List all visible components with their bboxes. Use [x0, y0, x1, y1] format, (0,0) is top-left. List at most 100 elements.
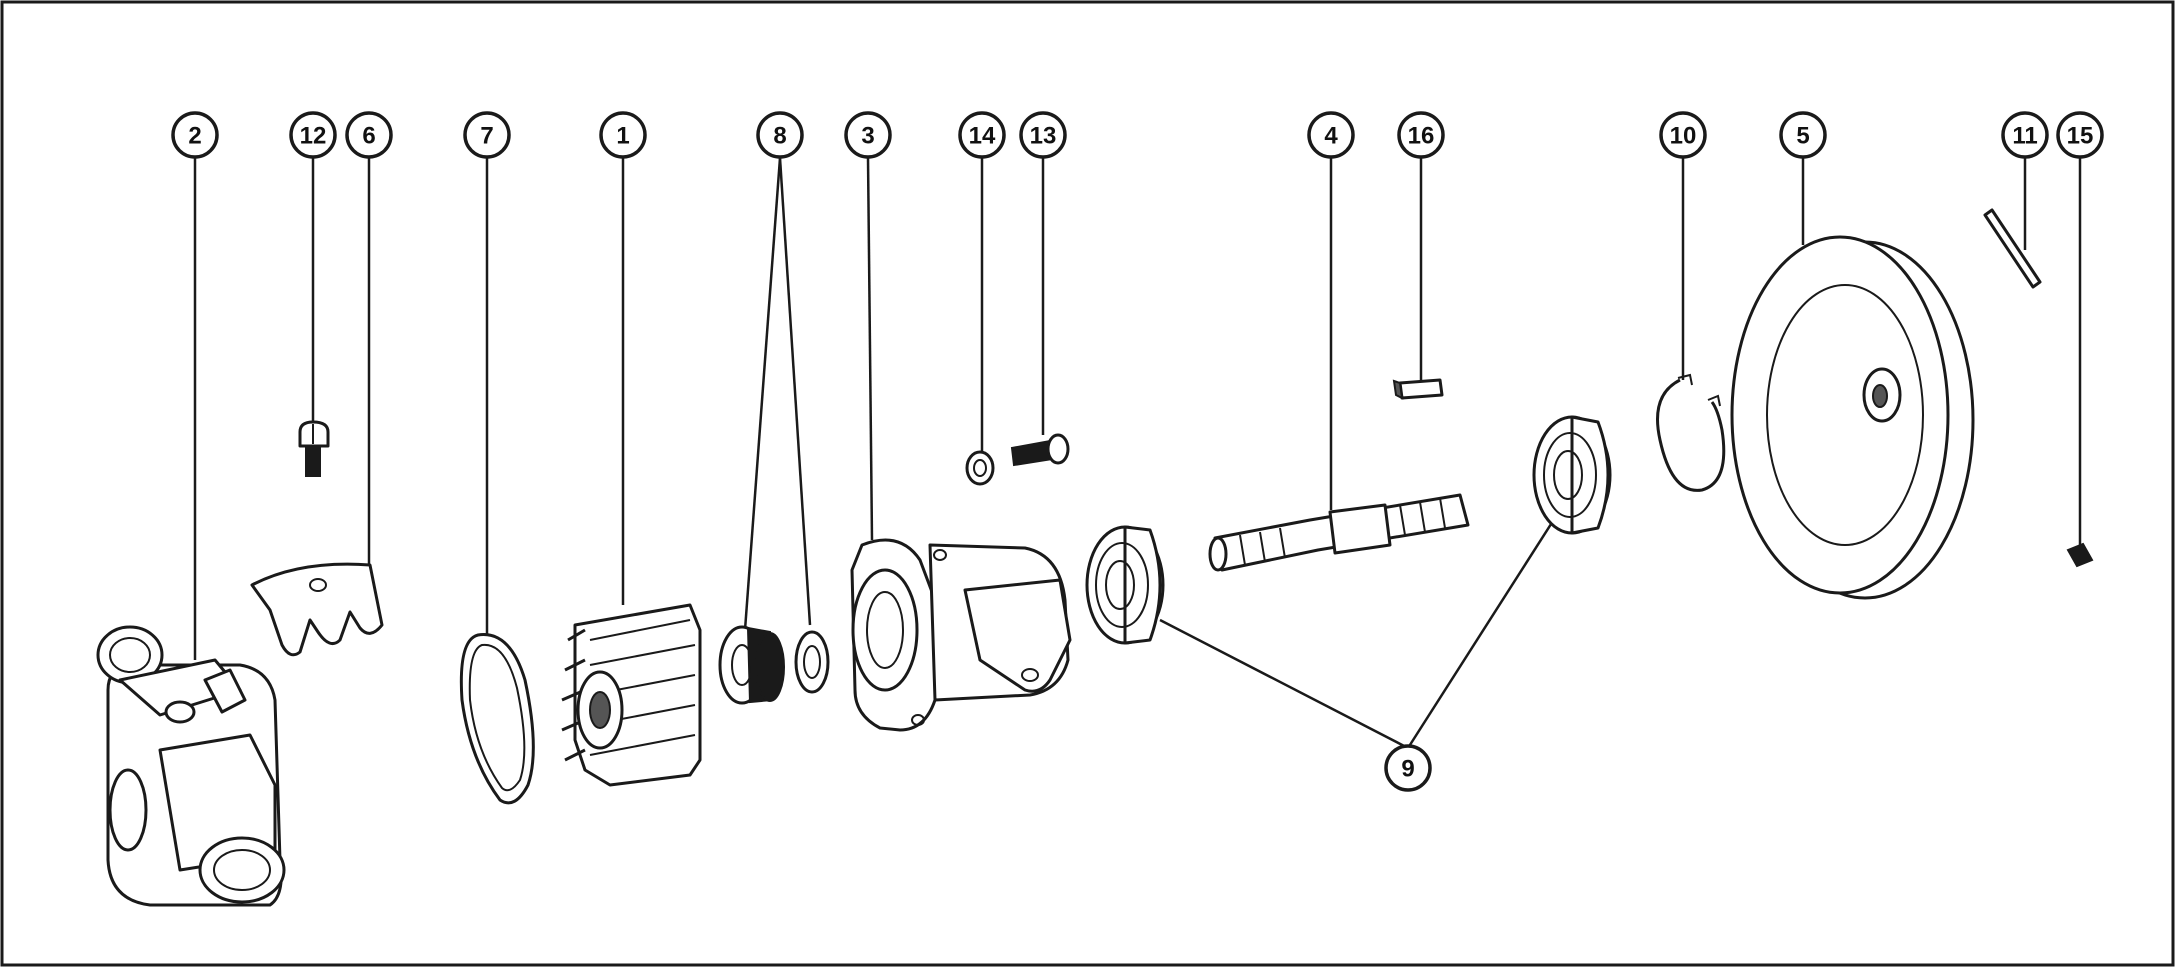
- callout-circle: [958, 111, 1006, 159]
- callout-3: 3: [844, 111, 892, 159]
- callout-circle: [2056, 111, 2104, 159]
- bearing-part-9-b: [1532, 415, 1612, 535]
- callout-circle: [1659, 111, 1707, 159]
- shaft-end: [1208, 536, 1228, 572]
- set-screw-part-15: [2066, 542, 2094, 568]
- callout-8: 8: [756, 111, 804, 159]
- key-16-body: [1398, 378, 1444, 400]
- callout-circle: [345, 111, 393, 159]
- snap-ring-part-10: [1656, 373, 1726, 492]
- housing-3-bolt-hole-top: [933, 549, 947, 561]
- screw-12-shank: [305, 445, 321, 477]
- snap-ring-ends: [1677, 373, 1721, 407]
- pump-housing-part-2: [96, 625, 286, 907]
- bearing-b-race: [1543, 432, 1597, 518]
- housing-3-bolt-hole-bottom: [911, 714, 925, 726]
- leader-9b: [1406, 509, 1562, 749]
- callout-5: 5: [1779, 111, 1827, 159]
- impeller-part-1: [561, 603, 702, 787]
- callout-circle: [1307, 111, 1355, 159]
- housing-boss: [203, 668, 247, 714]
- shaft-splines: [1239, 497, 1446, 566]
- housing-inlet-bore: [109, 637, 151, 673]
- cam-part-6: [250, 562, 384, 657]
- impeller-vanes: [589, 619, 696, 756]
- callout-4: 4: [1307, 111, 1355, 159]
- washer-part-14: [965, 450, 995, 486]
- housing-3-face: [851, 568, 919, 692]
- washer-inner: [973, 459, 987, 477]
- ring-outer: [794, 630, 830, 694]
- callout-number: 9: [1401, 756, 1414, 783]
- bearing-part-9-a: [1085, 525, 1165, 645]
- leader-lines: [193, 157, 2082, 750]
- callout-number: 16: [1408, 123, 1435, 150]
- leader-8b: [778, 157, 812, 626]
- housing-outlet-bore: [213, 849, 271, 891]
- screw-part-12: [298, 420, 330, 477]
- pulley-rim-front: [1730, 235, 1950, 595]
- gasket-part-7: [459, 633, 535, 805]
- callout-circle: [1779, 111, 1827, 159]
- bearing-b-bore: [1553, 450, 1583, 500]
- callout-12: 12: [289, 111, 337, 159]
- bearing-a-bore: [1105, 560, 1135, 610]
- pin-part-11: [1983, 208, 2042, 289]
- callout-number: 4: [1324, 123, 1338, 150]
- shaft-part-4: [1208, 493, 1470, 572]
- pulley-web: [1766, 284, 1924, 546]
- callout-circle: [1397, 111, 1445, 159]
- callout-circle: [2001, 111, 2049, 159]
- bearing-housing-part-3: [850, 538, 1072, 732]
- callout-number: 6: [362, 123, 375, 150]
- housing-3-mount-ear: [963, 578, 1072, 693]
- shaft-collar: [1328, 503, 1392, 555]
- key-part-16: [1392, 378, 1444, 400]
- callout-6: 6: [345, 111, 393, 159]
- cam-hole: [309, 578, 327, 592]
- callout-circle: [463, 111, 511, 159]
- callout-number: 14: [969, 123, 996, 150]
- callout-10: 10: [1659, 111, 1707, 159]
- callout-number: 7: [480, 123, 493, 150]
- bearing-a-race: [1095, 542, 1149, 628]
- callout-2: 2: [171, 111, 219, 159]
- washer-outer: [965, 450, 995, 486]
- callout-circle: [171, 111, 219, 159]
- callout-15: 15: [2056, 111, 2104, 159]
- key-16-end: [1392, 379, 1404, 400]
- housing-3-bore: [866, 591, 904, 669]
- callout-number: 8: [773, 123, 786, 150]
- housing-outlet-block: [158, 733, 277, 872]
- bolt-13-head: [1046, 433, 1070, 465]
- callout-circle: [756, 111, 804, 159]
- callout-1: 1: [599, 111, 647, 159]
- callout-14: 14: [958, 111, 1006, 159]
- ring-inner: [803, 645, 821, 679]
- pulley-part-5: [1730, 235, 1975, 600]
- housing-3-mount-hole: [1021, 668, 1039, 682]
- impeller-bore: [589, 691, 611, 729]
- seal-bore: [731, 644, 753, 686]
- callout-16: 16: [1397, 111, 1445, 159]
- housing-side-opening: [108, 768, 148, 852]
- gasket-outer: [459, 633, 535, 805]
- leader-3: [866, 157, 874, 541]
- callout-number: 10: [1670, 123, 1697, 150]
- pulley-bore: [1872, 384, 1888, 408]
- callout-circle: [289, 111, 337, 159]
- callout-circle: [599, 111, 647, 159]
- leader-8a: [743, 157, 782, 631]
- seal-back: [755, 632, 785, 702]
- callout-number: 3: [861, 123, 874, 150]
- callout-circle: [844, 111, 892, 159]
- snap-ring-body: [1656, 378, 1726, 492]
- callout-7: 7: [463, 111, 511, 159]
- seal-part-8: [718, 625, 830, 705]
- leader-9a: [1159, 618, 1409, 750]
- bearing-a-side: [1123, 525, 1162, 645]
- callout-number: 13: [1030, 123, 1057, 150]
